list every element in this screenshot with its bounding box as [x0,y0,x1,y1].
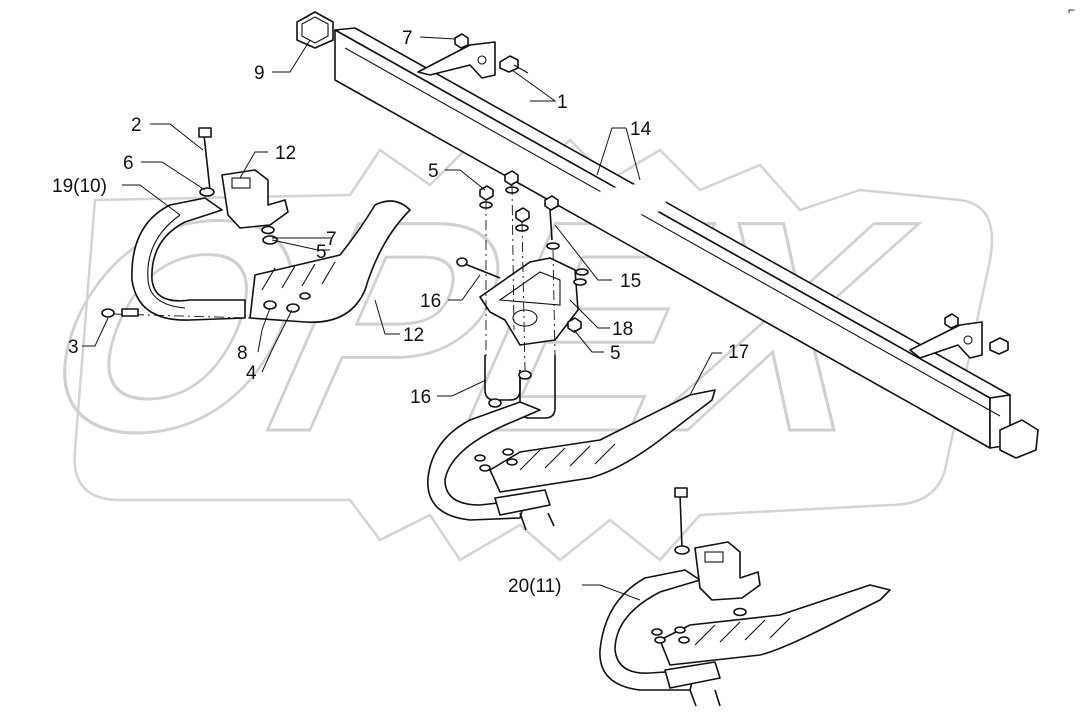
callout-1: 1 [557,92,568,113]
callout-5-clamp: 5 [316,242,327,263]
watermark-gear-outline [73,133,994,562]
callout-7-left: 8 [237,343,248,364]
callout-5-right: 5 [610,343,621,364]
upper-mount-bracket [417,33,529,79]
callout-labels: 7 9 1 2 12 6 19(10) 14 5 7 5 15 16 12 18… [52,28,749,597]
callout-9: 12 [403,325,424,346]
callout-12-left: 12 [275,143,296,164]
lower-mount-bracket [909,313,1009,359]
callout-8: 9 [254,63,265,84]
left-shank-assembly [101,127,411,323]
callout-2: 2 [131,115,142,136]
square-tube-frame [334,27,1011,449]
bottom-shank [599,487,891,707]
callout-16: 16 [410,387,431,408]
callout-6-clamp: 7 [326,229,337,250]
center-clamp-assembly [456,170,589,419]
end-cap-top [296,11,334,49]
callout-19: 19(10) [52,176,107,197]
end-cap-bottom [999,419,1039,459]
callout-12-frame: 14 [630,119,652,140]
middle-shank [427,389,716,531]
callout-17: 17 [728,342,749,363]
callout-15: 16 [420,291,441,312]
callout-6-left: 6 [123,153,134,174]
callout-7-top: 7 [402,28,413,49]
callout-4: 4 [246,363,257,384]
callout-3: 3 [68,337,79,358]
callout-20: 20(11) [508,576,562,597]
leader-lines [82,36,722,601]
corner-mark: ⌐ [1068,3,1075,17]
callout-5-center: 5 [428,161,439,182]
callout-18: 18 [612,319,633,340]
callout-14: 15 [620,271,641,292]
